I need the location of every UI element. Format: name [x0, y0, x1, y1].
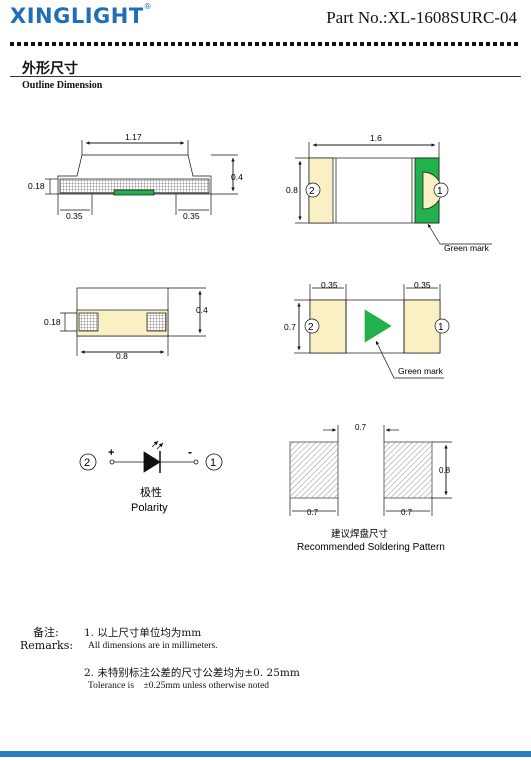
solder-height-dim: 0.8	[439, 466, 451, 475]
bottom-height-dim: 0.7	[284, 322, 296, 332]
solder-label-en: Recommended Soldering Pattern	[297, 542, 445, 553]
brand-logo: XINGLIGHT®	[10, 2, 153, 28]
section-title-en: Outline Dimension	[22, 80, 103, 91]
top-pin1-label: 1	[437, 186, 443, 197]
solder-right-dim: 0.7	[401, 508, 413, 517]
side-left-dim: 0.18	[28, 181, 45, 191]
front-view	[60, 287, 206, 356]
remark-2-cn: 2. 未特别标注公差的尺寸公差均为±0. 25mm	[84, 667, 300, 679]
polarity-pin1: 1	[210, 457, 216, 469]
side-top-dim: 1.17	[125, 132, 142, 142]
top-view	[295, 142, 492, 245]
bottom-pin2-label: 2	[308, 322, 314, 333]
side-height-dim: 0.4	[231, 172, 243, 182]
header-divider	[10, 42, 521, 46]
soldering-pattern	[289, 425, 452, 516]
front-height-dim: 0.4	[196, 305, 208, 315]
side-view	[45, 140, 238, 215]
bottom-green-mark-label: Green mark	[398, 366, 444, 376]
side-left-pad-dim: 0.35	[66, 211, 83, 221]
polarity-diagram	[79, 440, 223, 473]
top-green-mark-label: Green mark	[444, 243, 490, 253]
part-number: Part No.:XL-1608SURC-04	[326, 8, 517, 27]
section-title-cn: 外形尺寸	[22, 61, 78, 77]
section-rule	[10, 76, 521, 77]
remark-1-cn: 1. 以上尺寸单位均为mm	[84, 627, 202, 639]
solder-gap-dim: 0.7	[355, 423, 367, 432]
side-right-pad-dim: 0.35	[183, 211, 200, 221]
bottom-left-pad-dim: 0.35	[321, 280, 338, 290]
top-pin2-label: 2	[309, 186, 315, 197]
solder-label-cn: 建议焊盘尺寸	[331, 528, 389, 540]
polarity-anode-sign: +	[108, 447, 114, 459]
remarks-label-cn: 备注:	[33, 626, 59, 639]
front-width-dim: 0.8	[116, 351, 128, 361]
bottom-right-pad-dim: 0.35	[414, 280, 431, 290]
remark-2-en: Tolerance is ±0.25mm unless otherwise no…	[88, 681, 270, 691]
top-width-dim: 1.6	[370, 133, 382, 143]
polarity-pin2: 2	[84, 457, 90, 469]
polarity-cathode-sign: -	[188, 445, 192, 459]
bottom-view	[294, 284, 450, 379]
remarks-label-en: Remarks:	[20, 639, 74, 652]
polarity-label-cn: 极性	[140, 485, 162, 499]
remark-1-en: All dimensions are in millimeters.	[88, 641, 218, 651]
bottom-pin1-label: 1	[438, 322, 444, 333]
top-height-dim: 0.8	[286, 185, 298, 195]
footer-bar	[0, 751, 531, 757]
polarity-label-en: Polarity	[131, 502, 168, 514]
front-pad-dim: 0.18	[44, 317, 61, 327]
solder-left-dim: 0.7	[307, 508, 319, 517]
